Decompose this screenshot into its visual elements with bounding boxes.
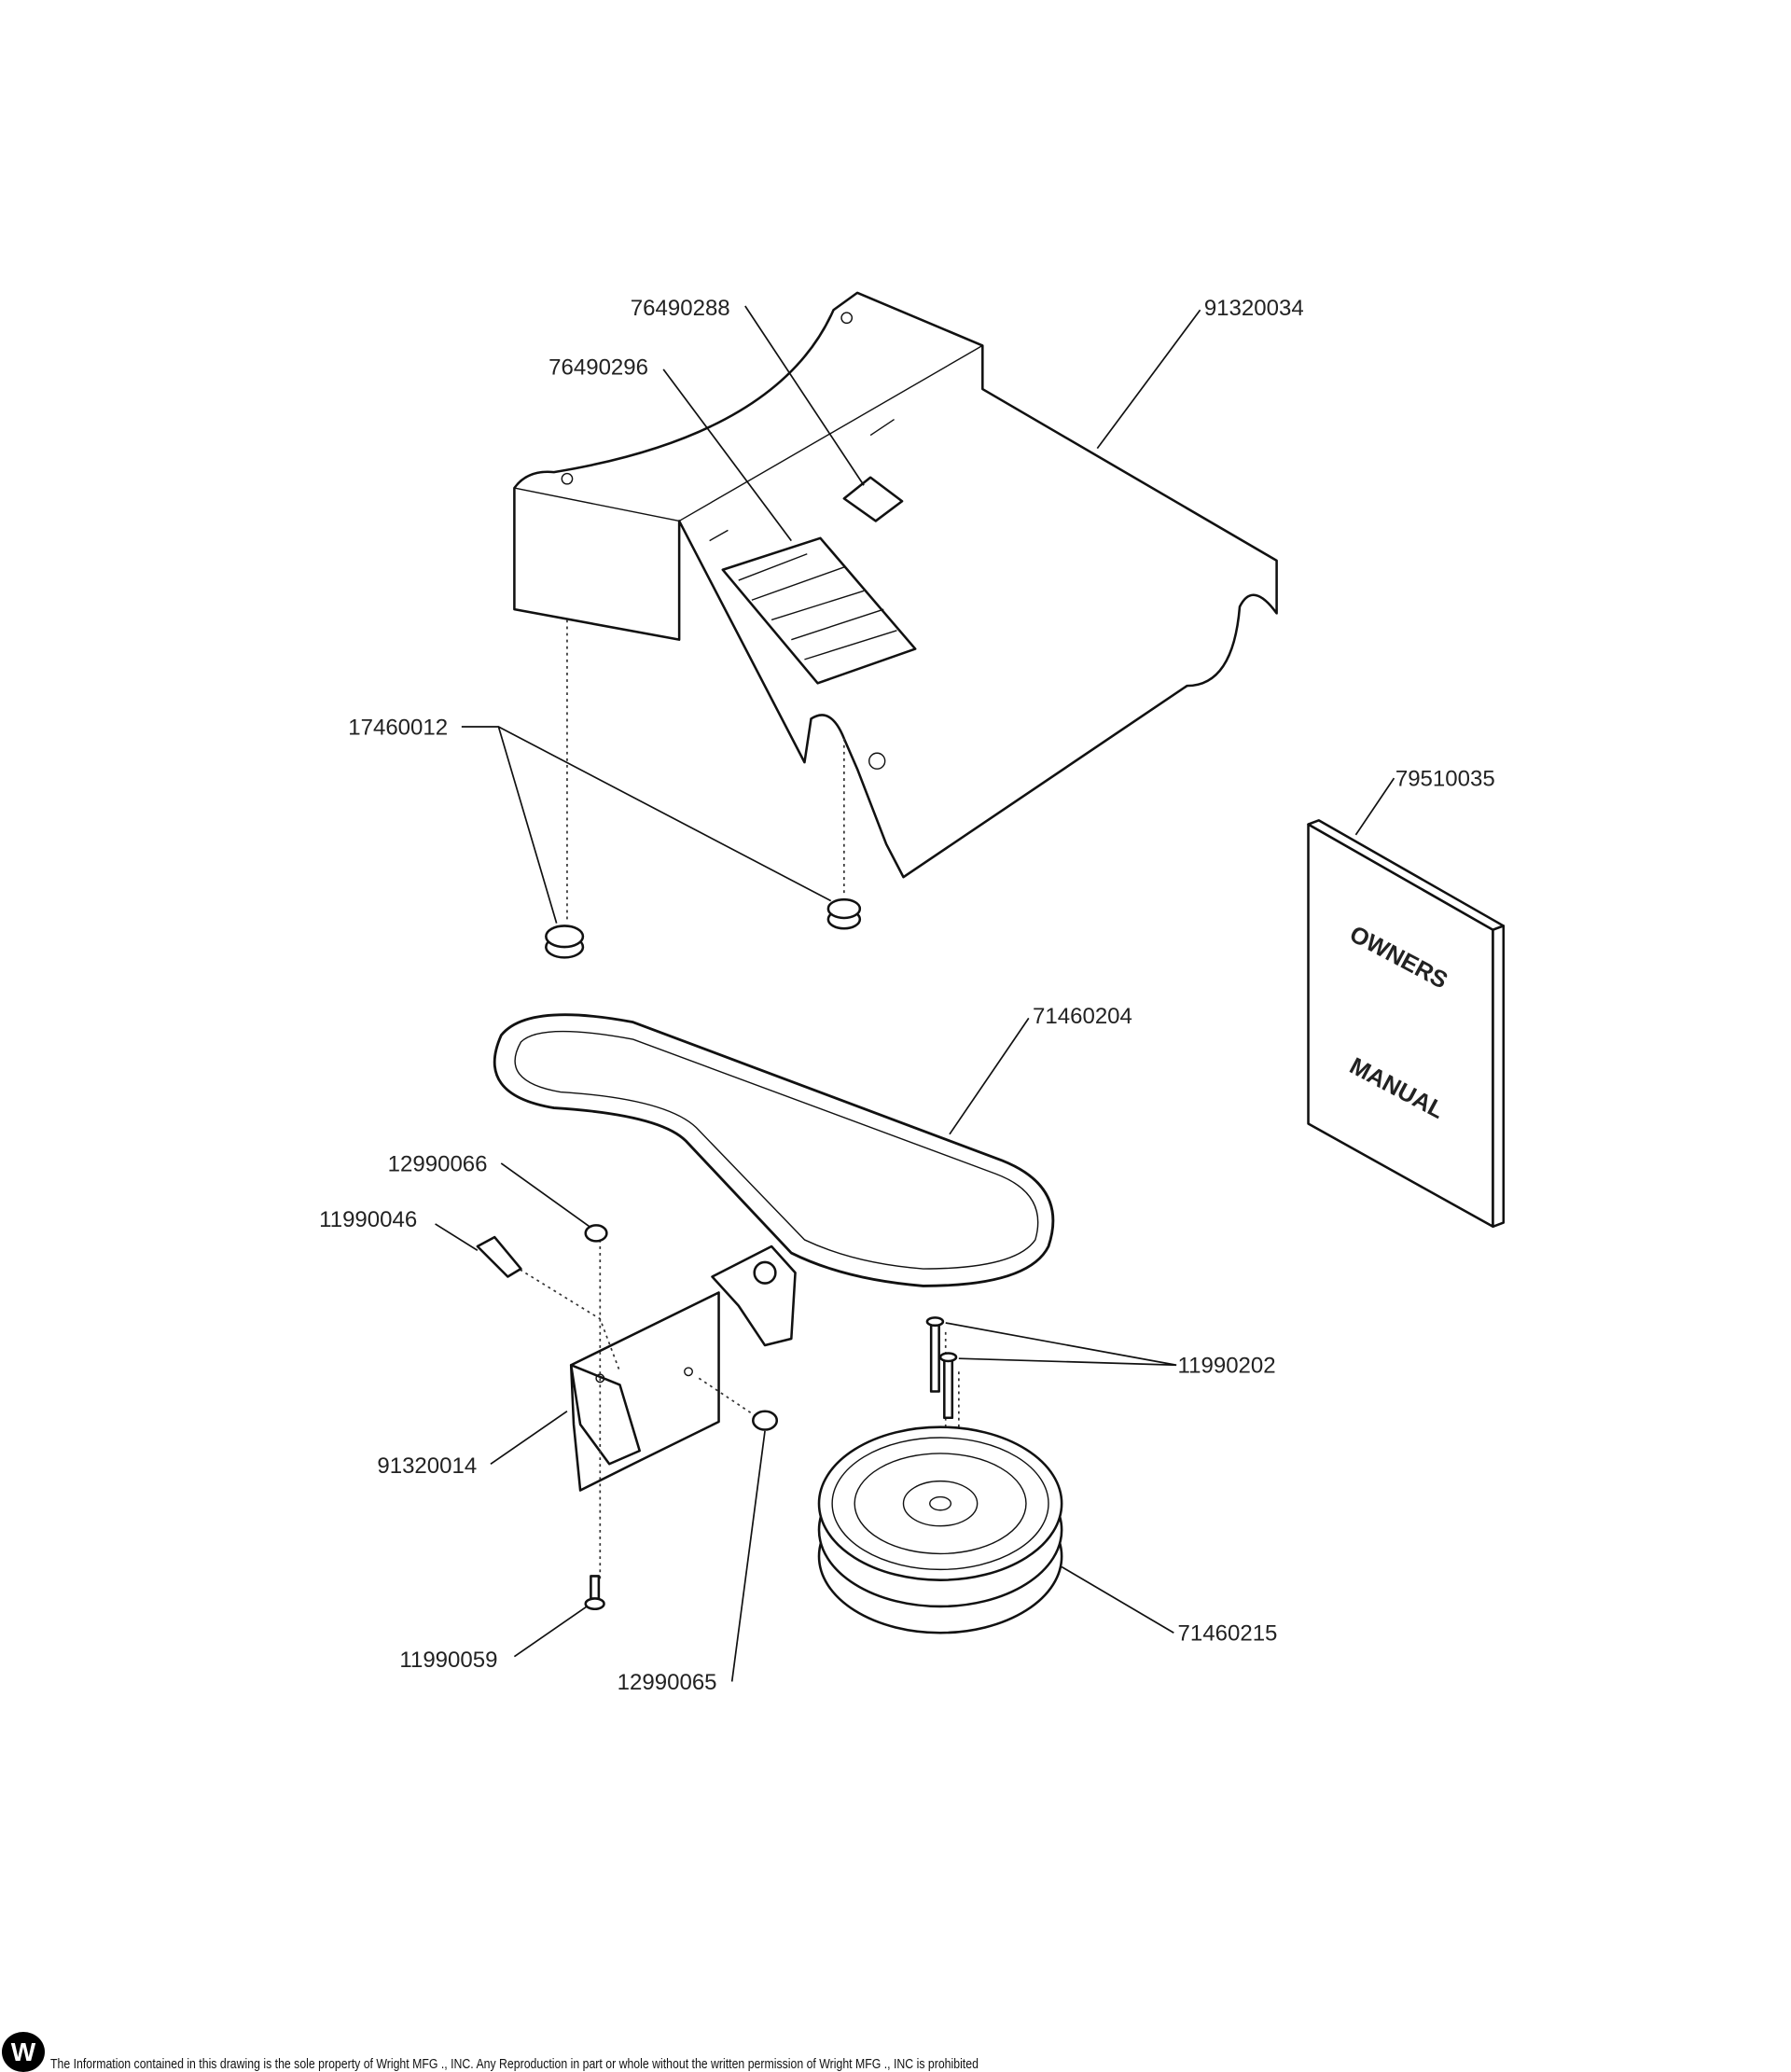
part-label-79510035: 79510035	[1395, 767, 1495, 792]
part-label-71460215: 71460215	[1178, 1621, 1278, 1647]
owners-manual-part: OWNERS MANUAL	[1307, 819, 1506, 1229]
part-label-91320014: 91320014	[377, 1453, 477, 1479]
deck-cover-part	[513, 291, 1278, 879]
decal-76490296	[721, 536, 917, 685]
part-label-11990202: 11990202	[1178, 1354, 1276, 1379]
pulley-part	[817, 1425, 1063, 1634]
part-label-71460204: 71460204	[1033, 1004, 1132, 1029]
part-label-76490288: 76490288	[631, 296, 730, 321]
part-label-12990066: 12990066	[388, 1151, 488, 1176]
wright-logo: W	[2, 2032, 45, 2072]
copyright-notice: The Information contained in this drawin…	[50, 2056, 979, 2072]
part-label-11990059: 11990059	[399, 1648, 497, 1673]
part-label-91320034: 91320034	[1204, 296, 1304, 321]
part-label-11990046: 11990046	[319, 1207, 417, 1232]
part-label-76490296: 76490296	[548, 355, 648, 381]
part-label-12990065: 12990065	[618, 1670, 717, 1695]
idler-bracket-part	[569, 1245, 797, 1492]
belt-part	[493, 1013, 1055, 1287]
leader-lines	[435, 305, 1395, 1682]
bumper-parts	[545, 897, 862, 959]
part-label-17460012: 17460012	[348, 715, 448, 740]
hardware-parts	[476, 1224, 958, 1611]
decal-76490288	[842, 476, 904, 522]
footer: W The Information contained in this draw…	[0, 2032, 1791, 2072]
